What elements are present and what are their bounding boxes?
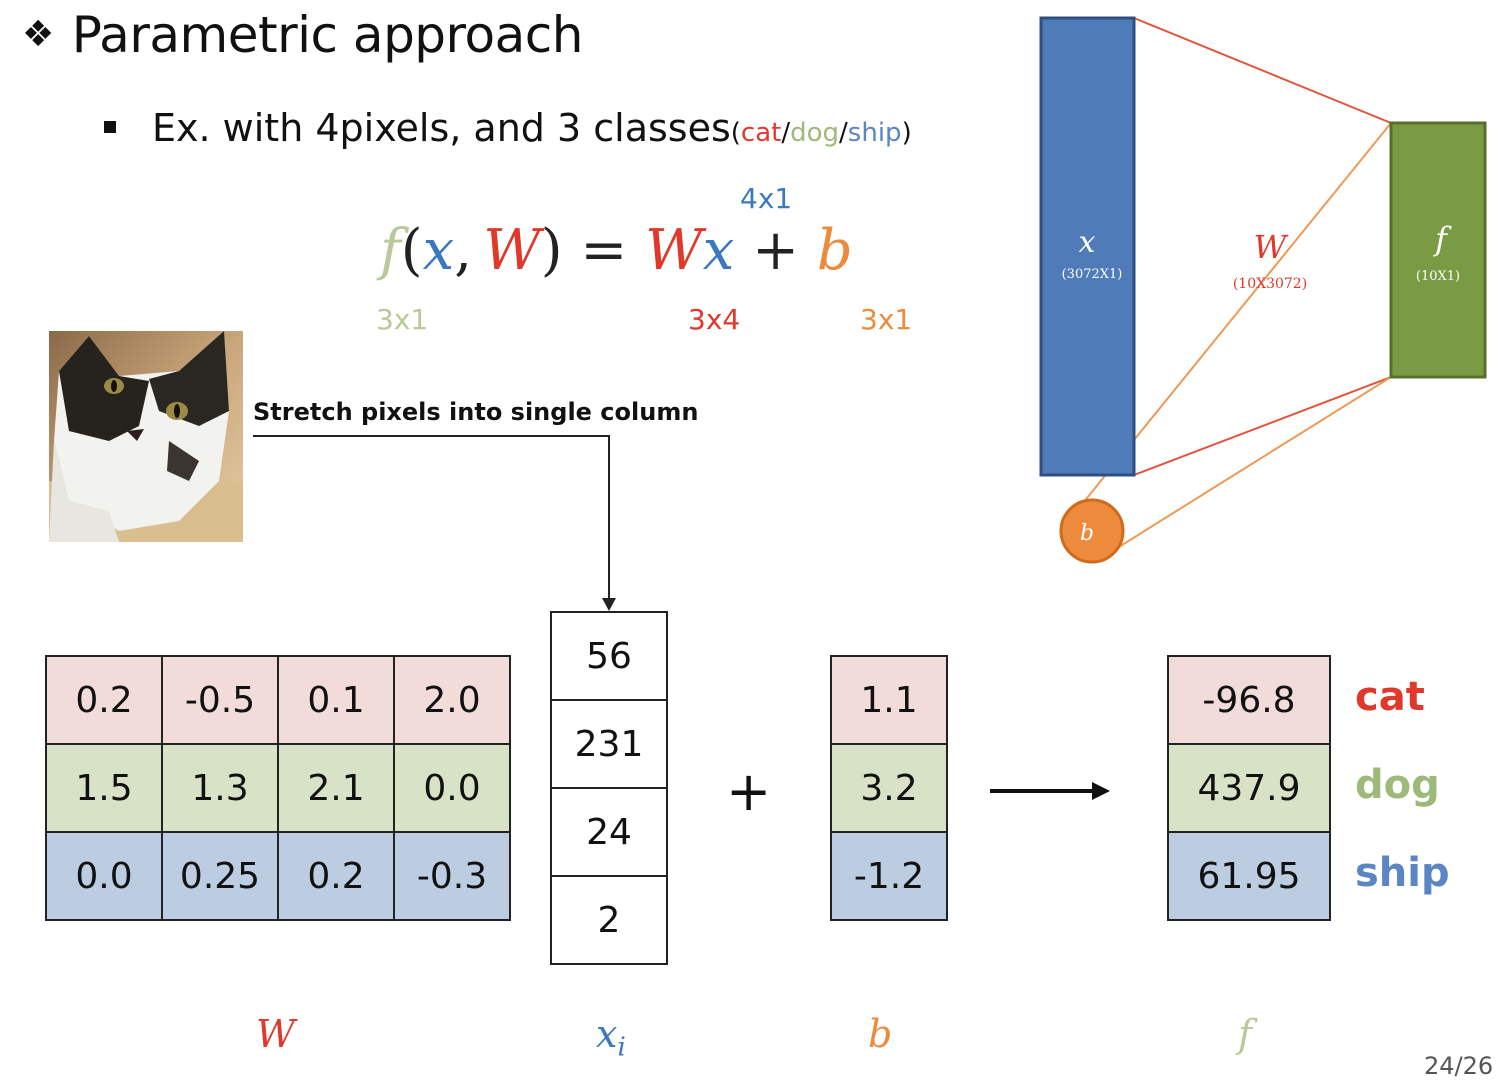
bias-connector-bottom — [1113, 376, 1392, 551]
weight-matrix: 0.2 -0.5 0.1 2.0 1.5 1.3 2.1 0.0 0.0 0.2… — [45, 655, 511, 921]
diamond-bullet-icon: ❖ — [22, 14, 54, 55]
bias-cell: -1.2 — [830, 831, 948, 921]
pixel-cell: 56 — [550, 611, 668, 701]
weight-cell: 2.0 — [393, 655, 511, 745]
equation: f(x, W) = Wx + b — [380, 218, 853, 283]
weight-cell: 0.2 — [277, 831, 395, 921]
weight-cell: 0.25 — [161, 831, 279, 921]
weight-cell: 1.5 — [45, 743, 163, 833]
bullet-text: Ex. with 4pixels, and 3 classes — [152, 106, 731, 150]
score-label-ship: ship — [1355, 850, 1450, 896]
classes-list: (cat/dog/ship) — [730, 118, 912, 148]
dim-b-label: 3x1 — [860, 303, 913, 336]
W-dim: (10X3072) — [1233, 276, 1307, 292]
dim-f-label: 3x1 — [376, 303, 429, 336]
label-b: b — [868, 1012, 893, 1056]
weight-cell: -0.3 — [393, 831, 511, 921]
weight-cell: 0.1 — [277, 655, 395, 745]
slide-title: ❖Parametric approach — [22, 6, 583, 64]
class-dog: dog — [790, 118, 840, 148]
connector-bottom — [1133, 376, 1392, 476]
score-cell: 61.95 — [1167, 831, 1331, 921]
bias-vector: 1.1 3.2 -1.2 — [830, 655, 948, 921]
score-cell: -96.8 — [1167, 655, 1331, 745]
weight-cell: -0.5 — [161, 655, 279, 745]
stretch-pixels-label: Stretch pixels into single column — [253, 398, 699, 426]
weight-row-dog: 1.5 1.3 2.1 0.0 — [45, 743, 511, 833]
b-node-label: b — [1080, 521, 1094, 546]
label-xi: xi — [596, 1012, 626, 1063]
weight-row-cat: 0.2 -0.5 0.1 2.0 — [45, 655, 511, 745]
x-box — [1039, 16, 1136, 477]
score-label-cat: cat — [1355, 674, 1425, 720]
label-f: f — [1238, 1012, 1253, 1056]
score-label-dog: dog — [1355, 762, 1440, 808]
bias-cell: 3.2 — [830, 743, 948, 833]
bias-cell: 1.1 — [830, 655, 948, 745]
f-box — [1389, 121, 1487, 379]
page-number: 24/26 — [1424, 1052, 1494, 1080]
bullet-line: Ex. with 4pixels, and 3 classes(cat/dog/… — [104, 106, 912, 150]
weight-cell: 0.0 — [45, 831, 163, 921]
cat-image — [49, 331, 243, 542]
pixel-cell: 24 — [550, 787, 668, 877]
x-box-dim: (3072X1) — [1062, 267, 1123, 282]
f-box-dim: (10X1) — [1416, 269, 1460, 284]
x-box-label: x — [1079, 225, 1096, 260]
W-label: W — [1254, 228, 1290, 266]
plus-sign: + — [726, 760, 772, 823]
score-vector: -96.8 437.9 61.95 — [1167, 655, 1331, 921]
score-cell: 437.9 — [1167, 743, 1331, 833]
label-W: W — [256, 1012, 296, 1056]
square-bullet-icon — [104, 121, 116, 133]
weight-cell: 2.1 — [277, 743, 395, 833]
cat-photo — [49, 331, 243, 542]
weight-row-ship: 0.0 0.25 0.2 -0.3 — [45, 831, 511, 921]
b-node — [1059, 498, 1125, 564]
linear-classifier-diagram: x (3072X1) W (10X3072) f (10X1) b — [1039, 16, 1487, 564]
dim-x-label: 4x1 — [740, 182, 793, 215]
weight-cell: 0.2 — [45, 655, 163, 745]
pixel-cell: 231 — [550, 699, 668, 789]
weight-cell: 0.0 — [393, 743, 511, 833]
pixel-vector: 56 231 24 2 — [550, 611, 668, 965]
class-ship: ship — [847, 118, 902, 148]
dim-W-label: 3x4 — [688, 303, 741, 336]
connector-top — [1133, 17, 1392, 124]
weight-cell: 1.3 — [161, 743, 279, 833]
pixel-cell: 2 — [550, 875, 668, 965]
class-cat: cat — [740, 118, 782, 148]
